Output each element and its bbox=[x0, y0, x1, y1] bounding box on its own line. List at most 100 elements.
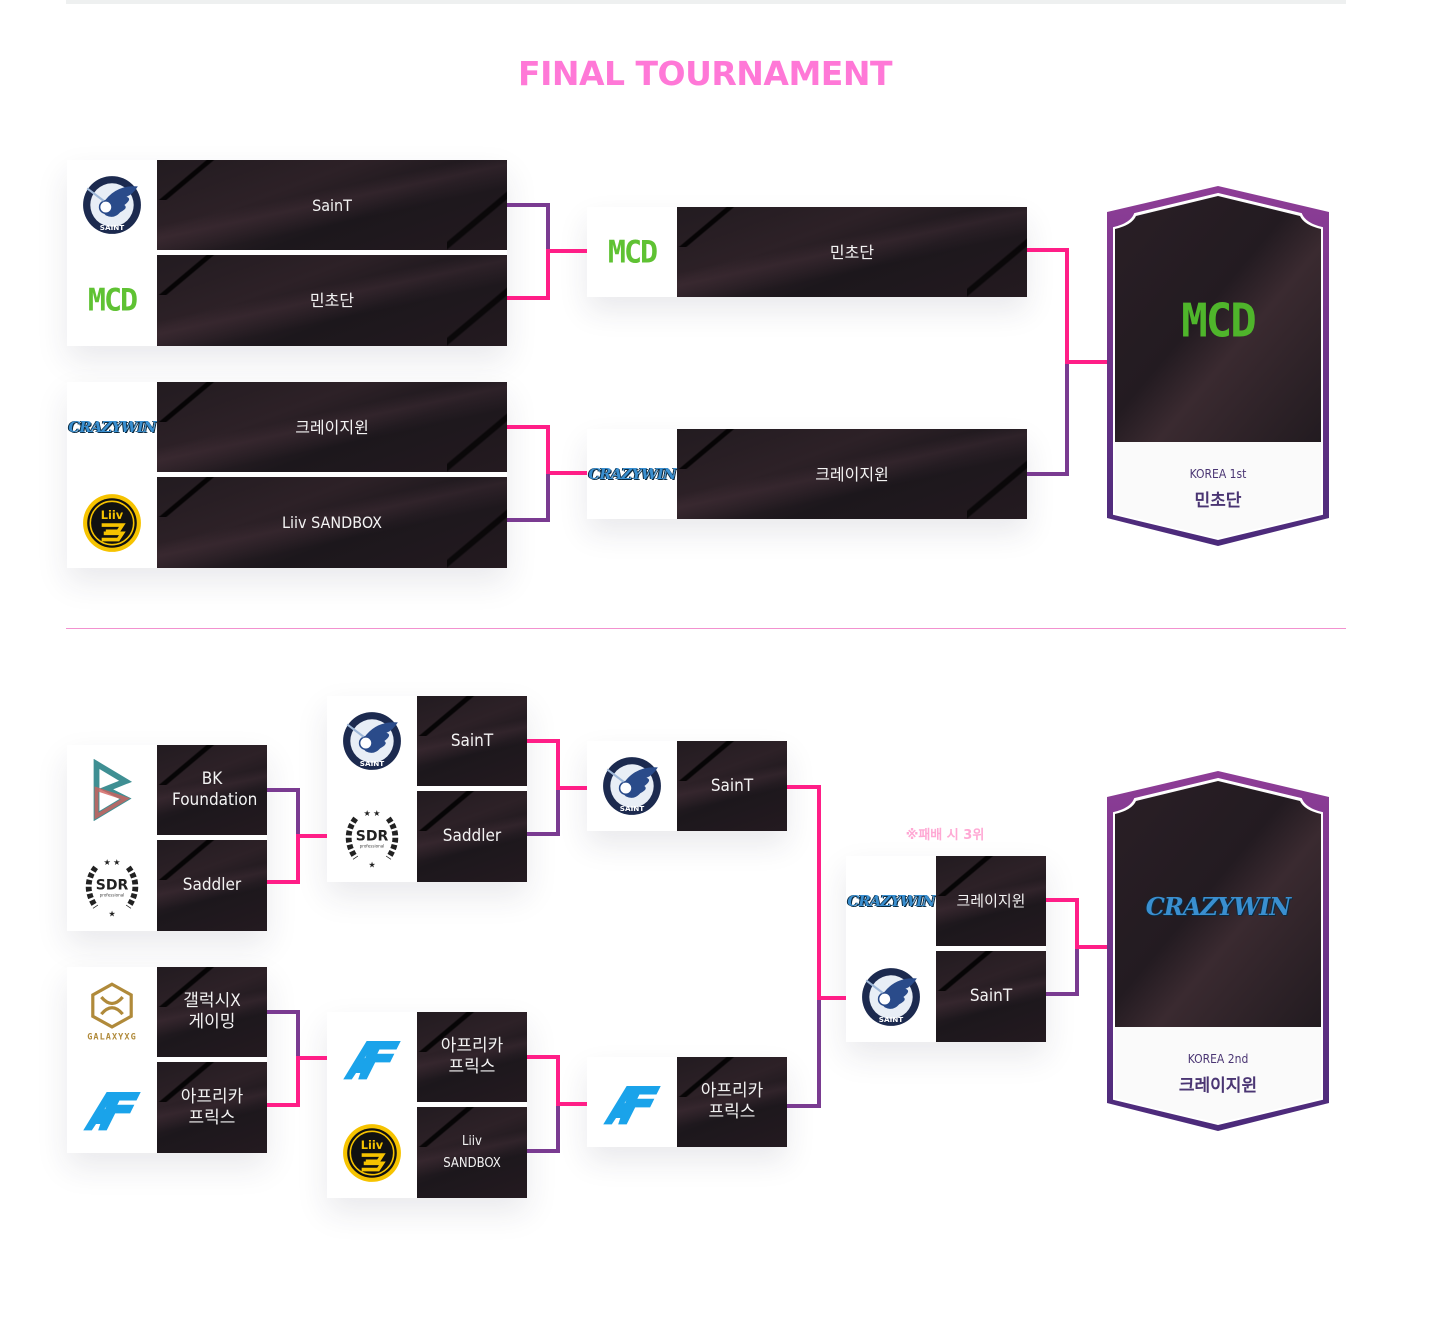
upper-r2-slot-1: MCD 민초단 bbox=[587, 207, 1027, 297]
team-slot[interactable]: 아프리카 프릭스 bbox=[67, 1062, 267, 1153]
bracket-line-winner bbox=[546, 249, 587, 253]
champion-logo-icon: MCD bbox=[1181, 294, 1256, 348]
galaxyxg-logo-icon bbox=[67, 967, 157, 1057]
section-divider bbox=[66, 628, 1346, 629]
team-name: 아프리카 프릭스 bbox=[700, 1081, 764, 1122]
bracket-line-loser bbox=[1065, 364, 1069, 476]
team-name: SainT bbox=[710, 775, 754, 796]
team-slot[interactable]: 아프리카 프릭스 bbox=[587, 1057, 787, 1147]
lower-r1-match-2: 갤럭시X 게이밍 아프리카 프릭스 bbox=[67, 967, 267, 1153]
bracket-line-loser bbox=[527, 832, 560, 836]
team-name: 크레이지윈 bbox=[956, 891, 1026, 910]
team-name: Saddler bbox=[182, 875, 242, 895]
team-name: 크레이지윈 bbox=[295, 417, 369, 437]
team-name: SainT bbox=[450, 730, 494, 751]
team-slot[interactable]: SainT bbox=[67, 160, 507, 250]
team-slot[interactable]: Saddler bbox=[327, 791, 527, 882]
team-slot[interactable]: CRAZYWIN 크레이지윈 bbox=[846, 856, 1046, 946]
bracket-line-winner bbox=[817, 785, 821, 1000]
team-slot[interactable]: 갤럭시X 게이밍 bbox=[67, 967, 267, 1057]
team-slot[interactable]: CRAZYWIN 크레이지윈 bbox=[587, 429, 1027, 519]
top-divider bbox=[66, 0, 1346, 4]
team-slot[interactable]: Saddler bbox=[67, 840, 267, 931]
champion-card[interactable]: MCD KOREA 1st 민초단 bbox=[1105, 186, 1331, 546]
lower-final-match: CRAZYWIN 크레이지윈 SainT bbox=[846, 856, 1046, 1042]
mcd-logo-icon: MCD bbox=[67, 255, 157, 346]
saint-logo-icon bbox=[587, 741, 677, 831]
runner-up-name: 크레이지윈 bbox=[1178, 1076, 1258, 1096]
liiv-sandbox-logo-icon bbox=[67, 477, 157, 568]
af-logo-icon bbox=[587, 1057, 677, 1147]
team-slot[interactable]: SainT bbox=[327, 696, 527, 786]
saint-logo-icon bbox=[67, 160, 157, 250]
bracket-line-loser bbox=[556, 790, 560, 836]
bracket-line-loser bbox=[1027, 472, 1069, 476]
liiv-sandbox-logo-icon bbox=[327, 1107, 417, 1198]
lower-r2-match-1: SainT Saddler bbox=[327, 696, 527, 882]
team-slot[interactable]: 아프리카 프릭스 bbox=[327, 1012, 527, 1102]
bracket-line-winner bbox=[817, 996, 846, 1000]
runner-up-logo-icon: CRAZYWIN bbox=[1145, 891, 1291, 921]
lower-r3-slot-2: 아프리카 프릭스 bbox=[587, 1057, 787, 1147]
bracket-line-loser bbox=[267, 788, 300, 792]
team-slot[interactable]: Liiv SANDBOX bbox=[67, 477, 507, 568]
bracket-line-winner bbox=[556, 786, 587, 790]
bracket-line-winner bbox=[556, 1055, 560, 1105]
bracket-line-loser bbox=[787, 1104, 821, 1108]
bracket-line-winner bbox=[546, 250, 550, 300]
card-frame bbox=[1107, 186, 1329, 546]
bk-foundation-logo-icon bbox=[67, 745, 157, 835]
team-name: SainT bbox=[312, 195, 352, 215]
bracket-line-winner bbox=[267, 880, 300, 884]
team-slot[interactable]: Liiv SANDBOX bbox=[327, 1107, 527, 1198]
bracket-line-loser bbox=[556, 1106, 560, 1153]
upper-r2-slot-2: CRAZYWIN 크레이지윈 bbox=[587, 429, 1027, 519]
team-slot[interactable]: SainT bbox=[587, 741, 787, 831]
lower-r2-match-2: 아프리카 프릭스 Liiv SANDBOX bbox=[327, 1012, 527, 1198]
bracket-line-winner bbox=[1065, 360, 1107, 364]
bracket-line-winner bbox=[546, 471, 587, 475]
bracket-line-loser bbox=[1075, 949, 1079, 996]
bracket-line-winner bbox=[296, 834, 300, 884]
bracket-line-winner bbox=[267, 1103, 300, 1107]
bracket-line-winner bbox=[527, 1055, 560, 1059]
bracket-line-loser bbox=[267, 1010, 300, 1014]
bracket-line-loser bbox=[507, 203, 550, 207]
crazywin-logo-icon: CRAZYWIN bbox=[846, 856, 936, 946]
saint-logo-icon bbox=[327, 696, 417, 786]
rank-label: KOREA 1st bbox=[1189, 467, 1247, 481]
mcd-logo-icon: MCD bbox=[587, 207, 677, 297]
team-slot[interactable]: CRAZYWIN 크레이지윈 bbox=[67, 382, 507, 472]
team-name: 갤럭시X 게이밍 bbox=[183, 991, 241, 1032]
team-slot[interactable]: SainT bbox=[846, 951, 1046, 1042]
team-slot[interactable]: MCD 민초단 bbox=[587, 207, 1027, 297]
bracket-line-winner bbox=[1046, 898, 1079, 902]
team-slot[interactable]: MCD 민초단 bbox=[67, 255, 507, 346]
bracket-line-winner bbox=[296, 834, 327, 838]
champion-name: 민초단 bbox=[1194, 491, 1242, 511]
lower-r3-slot-1: SainT bbox=[587, 741, 787, 831]
upper-r1-match-1: SainT MCD 민초단 bbox=[67, 160, 507, 346]
sdr-logo-icon bbox=[327, 791, 417, 882]
runner-up-card[interactable]: CRAZYWIN KOREA 2nd 크레이지윈 bbox=[1105, 771, 1331, 1131]
team-name: Liiv SANDBOX bbox=[443, 1133, 501, 1171]
team-slot[interactable]: BK Foundation bbox=[67, 745, 267, 835]
bracket-line-loser bbox=[546, 203, 550, 250]
bracket-line-winner bbox=[1075, 945, 1107, 949]
bracket-line-winner bbox=[1075, 898, 1079, 948]
lower-r1-match-1: BK Foundation Saddler bbox=[67, 745, 267, 931]
bracket-line-winner bbox=[507, 296, 550, 300]
sdr-logo-icon bbox=[67, 840, 157, 931]
bracket-line-loser bbox=[527, 1149, 560, 1153]
bracket-line-loser bbox=[817, 1000, 821, 1108]
crazywin-logo-icon: CRAZYWIN bbox=[587, 429, 677, 519]
af-logo-icon bbox=[327, 1012, 417, 1102]
page-title: FINAL TOURNAMENT bbox=[518, 54, 892, 93]
upper-r1-match-2: CRAZYWIN 크레이지윈 Liiv SANDBOX bbox=[67, 382, 507, 568]
bracket-line-winner bbox=[546, 425, 550, 474]
team-name: 아프리카 프릭스 bbox=[180, 1086, 244, 1128]
card-frame bbox=[1107, 771, 1329, 1131]
bracket-line-loser bbox=[507, 518, 550, 522]
team-name: 민초단 bbox=[309, 291, 355, 310]
bracket-line-loser bbox=[296, 788, 300, 836]
